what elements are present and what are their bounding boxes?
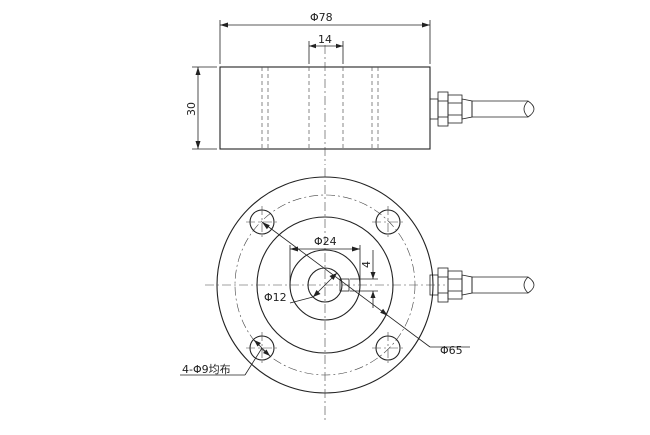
dim-boss-diameter: Φ24 [289, 235, 361, 285]
side-view: Φ78 14 30 [185, 11, 535, 165]
dim-center-width: 14 [308, 33, 344, 64]
label-center-width: 14 [318, 33, 332, 46]
dim-key-width: 4 [350, 250, 378, 308]
label-key-width: 4 [360, 261, 373, 268]
label-mounting-holes: 4-Φ9均布 [182, 363, 231, 376]
top-cable [471, 276, 535, 294]
mounting-holes [246, 206, 404, 364]
dim-bolt-circle: Φ65 [261, 221, 470, 357]
side-cable [471, 100, 535, 118]
dim-bore-diameter: Φ12 [264, 272, 338, 304]
top-cable-gland [429, 267, 473, 303]
label-bore-diameter: Φ12 [264, 291, 287, 304]
label-height: 30 [185, 102, 198, 116]
label-bolt-circle: Φ65 [440, 344, 463, 357]
side-cable-gland [429, 91, 473, 127]
dim-height: 30 [185, 66, 217, 150]
label-boss-diameter: Φ24 [314, 235, 337, 248]
top-view: Φ24 4 Φ12 Φ65 [180, 168, 535, 422]
dim-outer-diameter: Φ78 [219, 11, 431, 64]
label-outer-diameter: Φ78 [310, 11, 333, 24]
dim-mounting-holes: 4-Φ9均布 [180, 339, 271, 376]
